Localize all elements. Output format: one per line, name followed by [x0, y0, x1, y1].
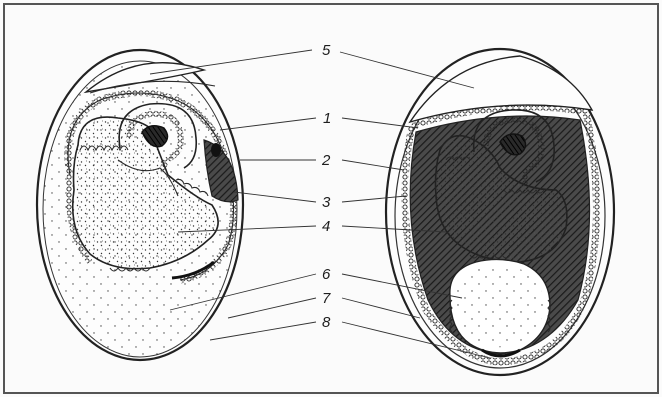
label-2: 2 [321, 152, 331, 169]
right-egg [386, 49, 614, 375]
label-4: 4 [322, 218, 330, 235]
number-labels: 5 1 2 3 4 6 7 8 [321, 42, 331, 331]
left-egg [37, 50, 243, 360]
label-6: 6 [322, 266, 331, 283]
label-7: 7 [322, 290, 331, 307]
label-3: 3 [322, 194, 331, 211]
label-1: 1 [323, 110, 331, 127]
label-5: 5 [322, 42, 331, 59]
label-8: 8 [322, 314, 331, 331]
